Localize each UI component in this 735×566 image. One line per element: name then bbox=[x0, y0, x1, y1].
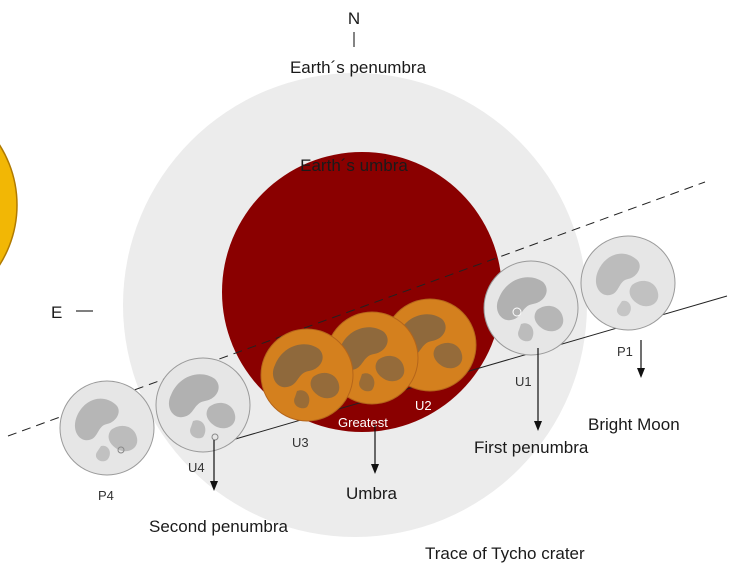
moon-p4 bbox=[59, 380, 155, 476]
umbra-callout-label: Umbra bbox=[346, 484, 398, 503]
u1-label: U1 bbox=[515, 374, 532, 389]
callout-arrows bbox=[210, 340, 645, 491]
penumbra-label: Earth´s penumbra bbox=[290, 58, 427, 77]
u4-label: U4 bbox=[188, 460, 205, 475]
second-penumbra-label: Second penumbra bbox=[149, 517, 288, 536]
moon-u3 bbox=[260, 328, 354, 422]
moon-p1 bbox=[580, 235, 676, 331]
tycho-trace-label: Trace of Tycho crater bbox=[425, 544, 585, 563]
greatest-label: Greatest bbox=[338, 415, 388, 430]
moon-u4 bbox=[155, 357, 251, 453]
east-label: E bbox=[51, 303, 62, 322]
sun-disc bbox=[0, 144, 18, 266]
u3-label: U3 bbox=[292, 435, 309, 450]
u2-label: U2 bbox=[415, 398, 432, 413]
north-label: N bbox=[348, 9, 360, 28]
moon-u1 bbox=[483, 260, 579, 356]
p4-label: P4 bbox=[98, 488, 114, 503]
first-penumbra-label: First penumbra bbox=[474, 438, 589, 457]
bright-moon-label: Bright Moon bbox=[588, 415, 680, 434]
umbra-label: Earth´s umbra bbox=[300, 156, 408, 175]
p1-label: P1 bbox=[617, 344, 633, 359]
